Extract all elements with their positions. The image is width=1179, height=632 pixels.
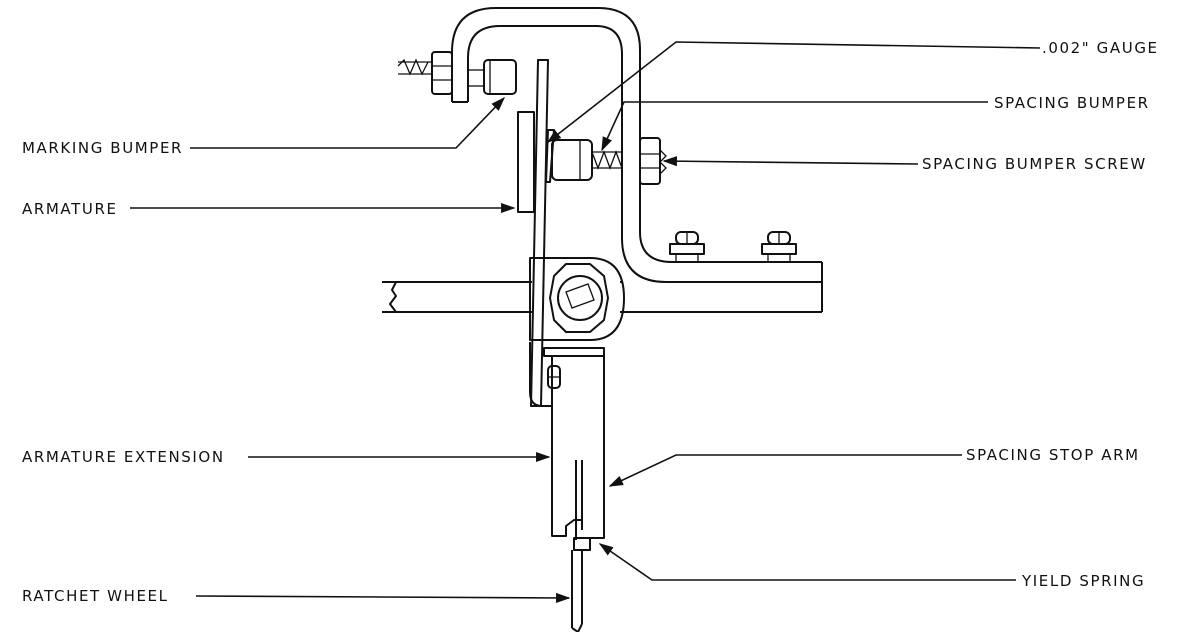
- label-armature: ARMATURE: [22, 200, 118, 218]
- label-spacing-bumper-screw: SPACING BUMPER SCREW: [922, 155, 1147, 173]
- bracket-screw-right: [761, 231, 797, 262]
- spacing-bumper: [551, 139, 593, 181]
- label-marking-bumper: MARKING BUMPER: [22, 139, 183, 157]
- leader-lines: [130, 41, 1041, 603]
- spacing-stop-arm: [575, 460, 583, 540]
- marking-bumper-screw: [397, 51, 453, 95]
- ratchet-wheel: [571, 550, 583, 632]
- label-spacing-stop-arm: SPACING STOP ARM: [966, 446, 1140, 464]
- label-gauge: .002" GAUGE: [1042, 39, 1159, 57]
- marking-bumper: [468, 59, 517, 95]
- bracket-screw-left: [669, 231, 705, 262]
- label-spacing-bumper: SPACING BUMPER: [994, 94, 1150, 112]
- spacing-bumper-screw: [591, 137, 667, 185]
- gauge-wedge: [545, 129, 555, 183]
- label-yield-spring: YIELD SPRING: [1021, 572, 1145, 590]
- pivot-block: [382, 257, 823, 341]
- label-armature-extension: ARMATURE EXTENSION: [22, 448, 225, 466]
- label-ratchet-wheel: RATCHET WHEEL: [22, 587, 169, 605]
- bumper-bracket: [451, 7, 823, 283]
